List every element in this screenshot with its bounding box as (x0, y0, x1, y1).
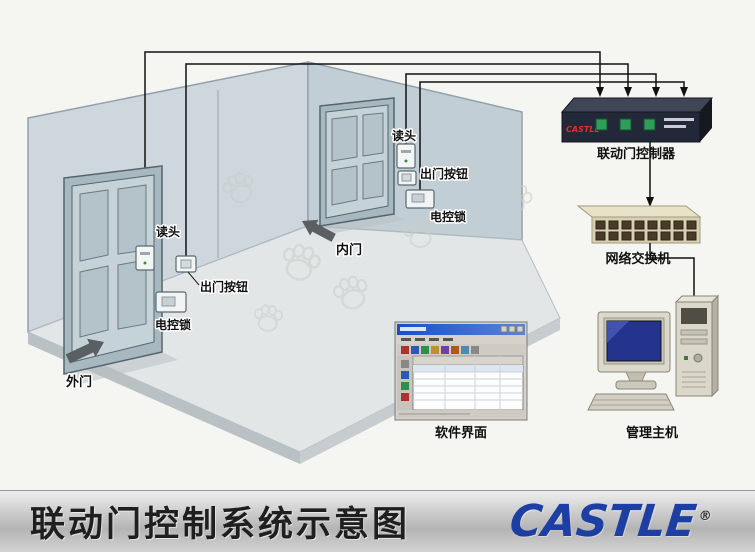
inner-door-panel (331, 115, 358, 162)
tower-vents (682, 371, 706, 388)
registered-mark-icon: ® (697, 509, 713, 525)
switch-ports (595, 220, 697, 241)
window-list-header (412, 355, 524, 366)
tower-top-face (674, 295, 720, 303)
wire-inner-reader (405, 73, 657, 144)
outer-door-shadow (64, 352, 178, 384)
label-controller: 联动门控制器 (597, 146, 676, 162)
label-management-host: 管理主机 (626, 425, 678, 441)
outer-door (63, 165, 178, 384)
label-outer-reader: 读头 (156, 224, 180, 239)
outer-door-arrow (65, 338, 104, 364)
wire-outer-reader (144, 51, 601, 246)
inner-reader-slot (401, 150, 411, 153)
management-computer (587, 294, 720, 411)
outer-reader-slot (140, 252, 150, 255)
outer-exit-button-key (180, 259, 192, 269)
inner-door-panel (362, 160, 384, 200)
outer-door-panel (79, 265, 109, 338)
inner-reader-device (396, 143, 416, 169)
tower-cd-slot (680, 329, 708, 336)
tower-power-led (684, 356, 688, 360)
tower-side-face (711, 294, 719, 398)
window-close-button (516, 325, 524, 333)
label-inner-door: 内门 (336, 242, 362, 258)
controller-brand-text: CASTLE (566, 125, 600, 134)
label-inner-reader: 读头 (392, 128, 416, 143)
keyboard (587, 393, 675, 411)
software-window (394, 321, 528, 421)
wire-outer-button (185, 63, 629, 256)
wiring (144, 51, 685, 256)
inner-door-shadow (320, 214, 404, 234)
label-network-switch: 网络交换机 (605, 251, 670, 267)
window-left-strip-icons (401, 360, 409, 401)
brand-text: CASTLE (507, 496, 699, 547)
window-minimize-button (500, 325, 508, 333)
inner-exit-button-key (401, 173, 412, 182)
link-arrowhead (646, 197, 654, 207)
controller-text-mark (664, 118, 694, 121)
controller-top-face (560, 97, 714, 113)
controller-side-face (700, 98, 712, 142)
inner-door-panel (331, 165, 358, 206)
diagram-svg: CASTLE (26, 51, 720, 464)
switch-front-face (591, 216, 701, 244)
label-outer-door: 外门 (65, 374, 92, 390)
outer-door-panel (117, 184, 147, 255)
label-software-ui: 软件界面 (435, 425, 487, 441)
controller-led (595, 118, 608, 131)
outer-door-panel (79, 189, 109, 262)
controller-led (643, 118, 656, 131)
outer-button-leader (187, 271, 200, 286)
monitor-screen-glare (607, 321, 629, 343)
labels: 读头 出门按钮 电控锁 外门 读头 出门按钮 电控锁 内门 联动门控制器 网络交… (64, 127, 679, 442)
window-title-text-mark (400, 327, 426, 331)
wire-inner-lock (419, 81, 685, 190)
tower-cd-slot (680, 338, 708, 345)
window-toolbar-icons (401, 346, 479, 354)
monitor-neck (625, 371, 647, 382)
window-list-grid (413, 356, 523, 410)
page-title: 联动门控制系统示意图 (30, 505, 411, 545)
inner-door-devices (396, 143, 435, 209)
link-switch-host (649, 243, 695, 298)
window-titlebar (397, 324, 525, 335)
tower-power-button (693, 353, 703, 363)
label-outer-lock: 电控锁 (155, 317, 191, 332)
door-controller-device: CASTLE (560, 97, 714, 143)
monitor-base (615, 380, 657, 390)
window-menu-marks (401, 338, 453, 341)
direction-arrows (65, 219, 336, 364)
label-outer-exit-button: 出门按钮 (200, 279, 248, 294)
label-inner-lock: 电控锁 (430, 209, 466, 224)
outer-reader-led (143, 261, 147, 265)
inner-door (319, 97, 404, 234)
label-inner-exit-button: 出门按钮 (420, 166, 468, 181)
switch-top-face (576, 205, 702, 218)
controller-led (619, 118, 632, 131)
outer-door-devices (135, 245, 200, 313)
inner-lock-bolt (411, 193, 425, 203)
window-list-selected-row (413, 365, 523, 372)
title-bar: 联动门控制系统示意图 CASTLE® (0, 490, 755, 552)
tower-drive-bay (681, 308, 707, 324)
window-maximize-button (508, 325, 516, 333)
diagram-area: CASTLE (26, 51, 720, 464)
inner-door-panel (362, 112, 384, 157)
network-switch-device (576, 205, 702, 244)
wire-arrowheads (596, 87, 688, 97)
brand-logo: CASTLE® (507, 496, 714, 547)
inner-door-arrow (302, 219, 336, 242)
controller-text-mark (664, 125, 686, 128)
inner-reader-led (404, 159, 408, 163)
outer-lock-bolt (161, 296, 176, 307)
outer-reader-device (135, 245, 155, 271)
